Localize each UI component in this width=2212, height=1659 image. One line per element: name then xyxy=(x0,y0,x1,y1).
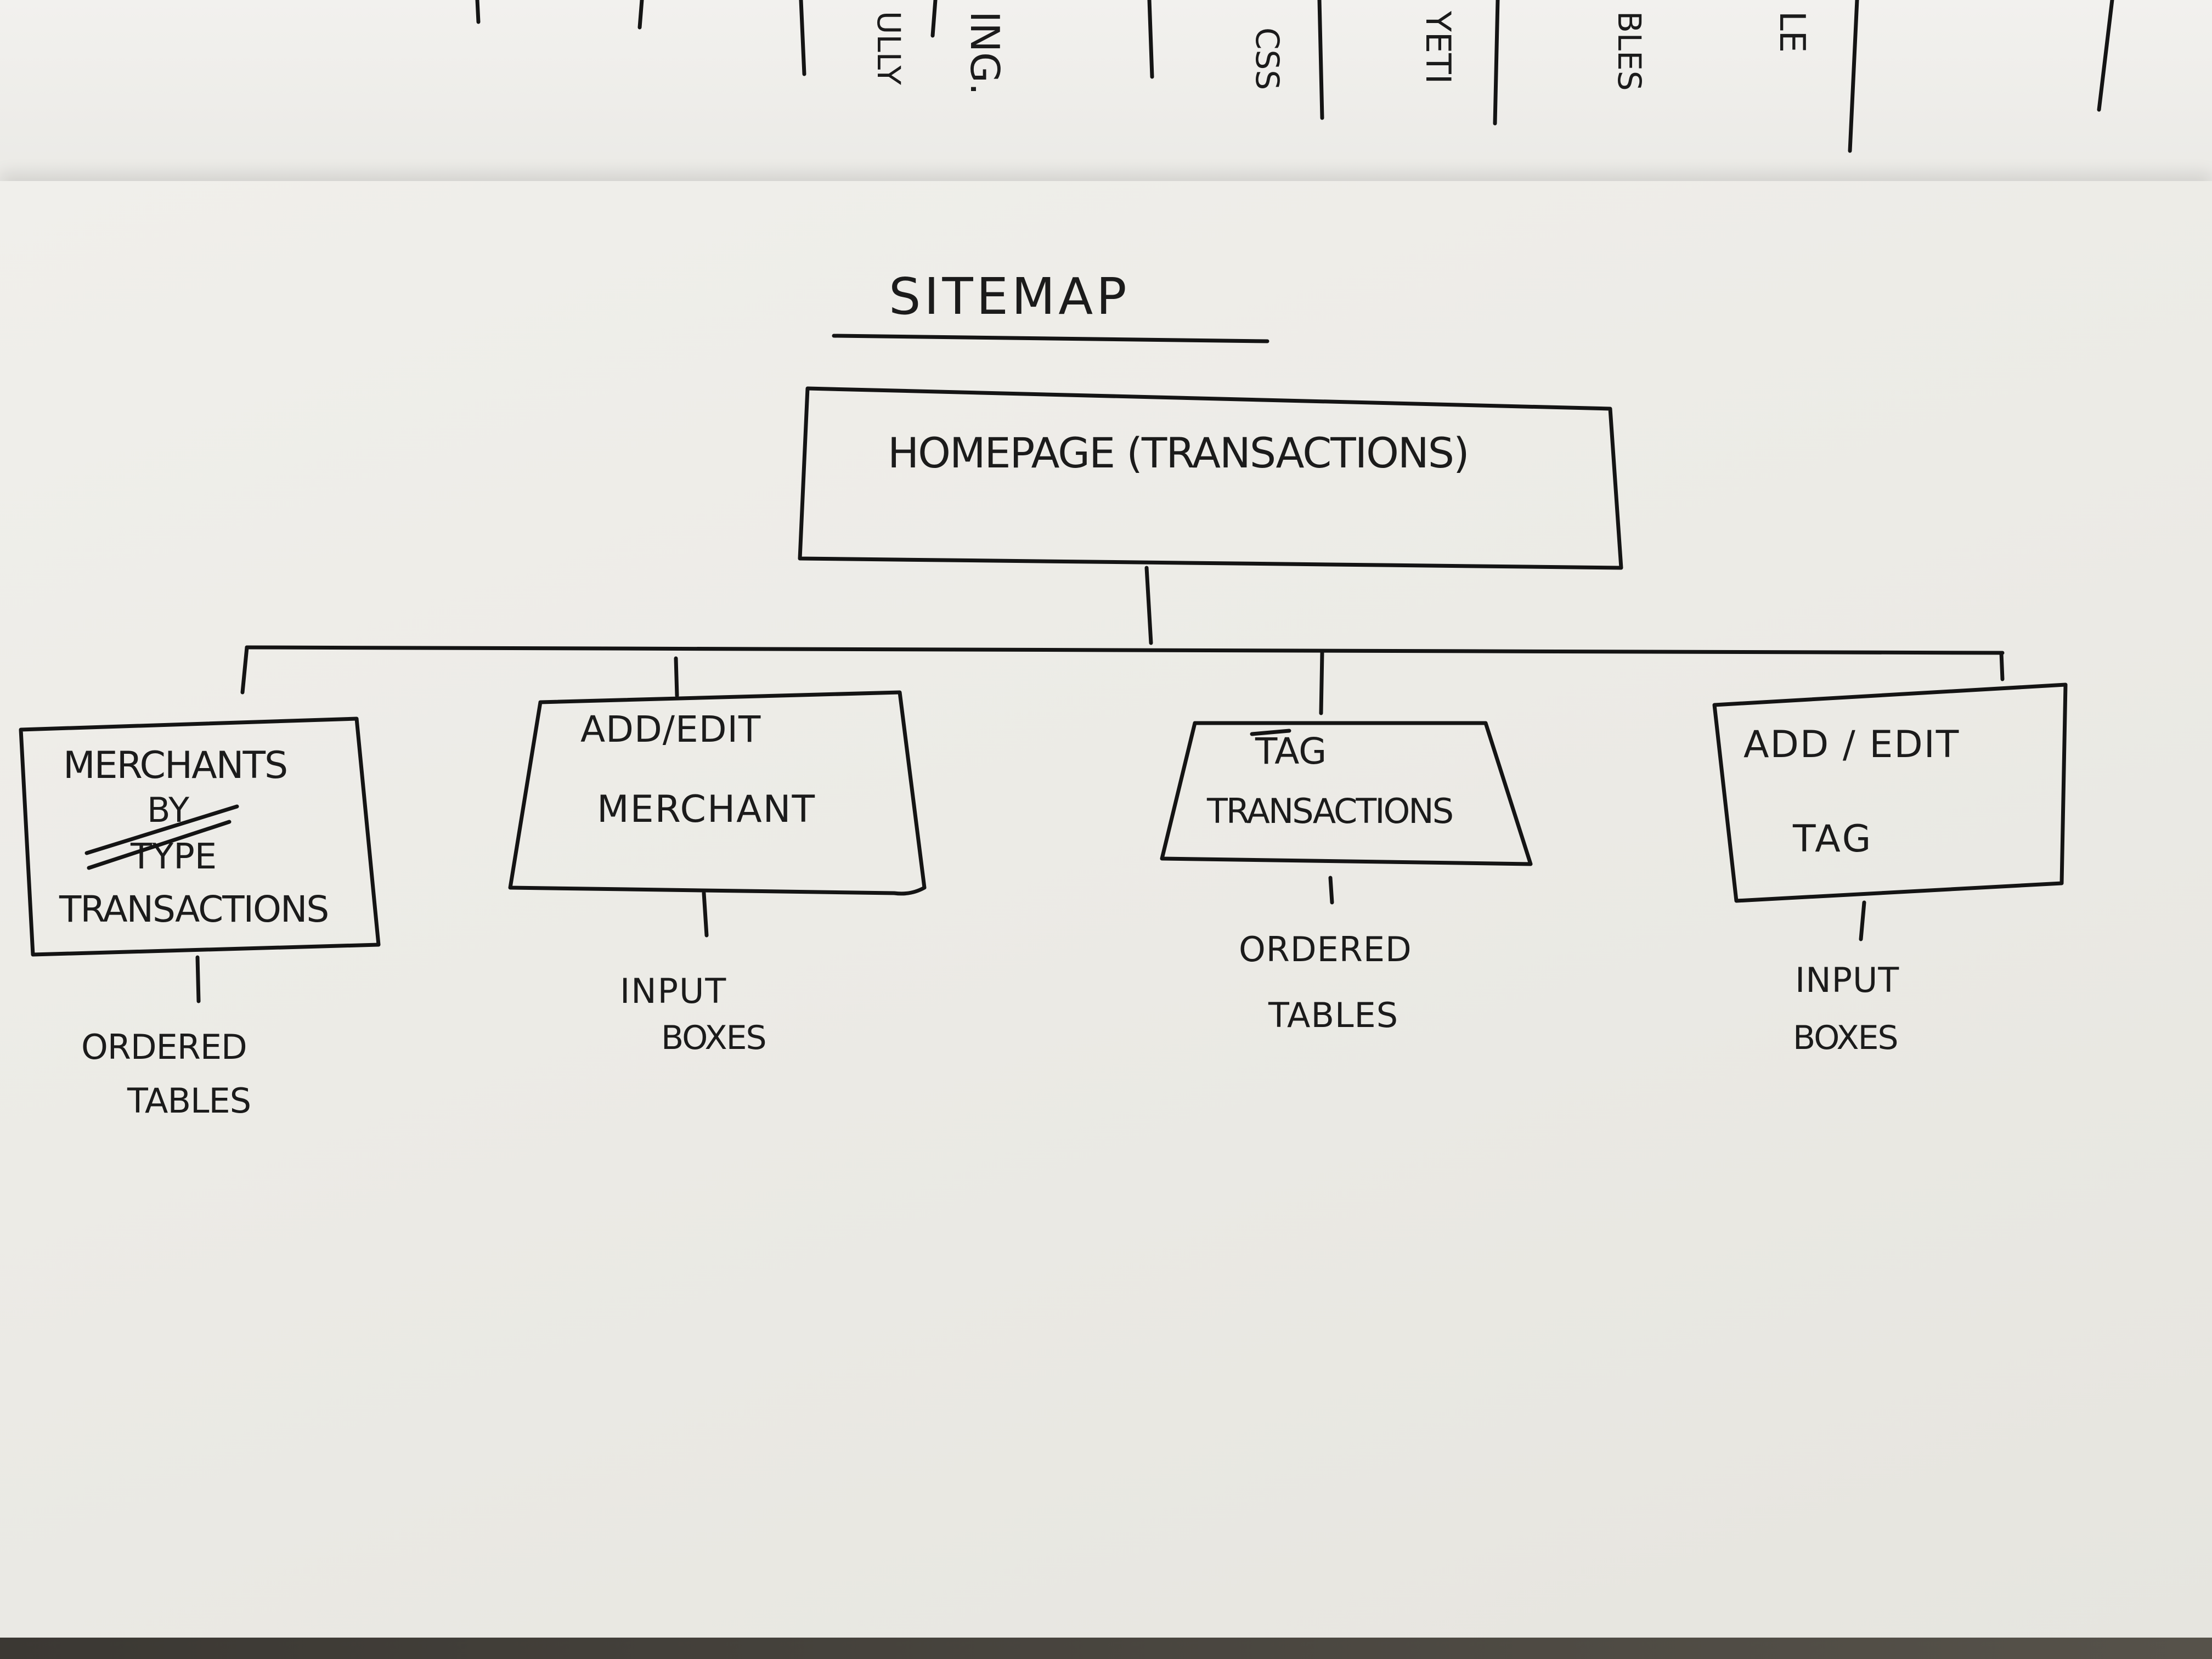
background-fragment-4: YETI xyxy=(1418,10,1458,84)
background-fragment-1: ULLY xyxy=(870,11,907,85)
child-4-sub-line-1: INPUT xyxy=(1795,960,1899,1000)
background-page-sketch: ULLY ING. CSS YETI BLES LE xyxy=(475,0,2114,153)
child-box-1 xyxy=(19,716,381,957)
child-2-sub-connector xyxy=(702,891,709,938)
child-1-sub-line-1: ORDERED xyxy=(81,1027,247,1067)
child-1-line-1: MERCHANTS xyxy=(63,744,287,787)
child-2-line-1: ADD/EDIT xyxy=(580,708,761,751)
background-fragment-5: BLES xyxy=(1611,11,1648,91)
child-4-sub-line-2: BOXES xyxy=(1793,1019,1898,1057)
child-3-line-2: TRANSACTIONS xyxy=(1206,791,1452,831)
sitemap-title: SITEMAP xyxy=(889,267,1130,326)
branch-drop-2 xyxy=(674,656,679,698)
child-3-sub-line-2: TABLES xyxy=(1268,995,1398,1035)
child-1-line-4: TRANSACTIONS xyxy=(59,888,328,930)
strike-mark-1 xyxy=(84,804,239,855)
branch-drop-1 xyxy=(240,645,249,695)
sitemap-diagram: SITEMAP HOMEPAGE (TRANSACTIONS) MERCHANT… xyxy=(19,267,2068,1121)
notebook-page: SITEMAP HOMEPAGE (TRANSACTIONS) MERCHANT… xyxy=(0,181,2212,1640)
child-2-sub-line-2: BOXES xyxy=(661,1019,766,1057)
child-box-4 xyxy=(1712,682,2068,903)
branch-drop-4 xyxy=(1999,651,2005,681)
background-fragment-2: ING. xyxy=(962,11,1008,95)
strike-mark-2 xyxy=(87,820,232,870)
child-2-sub-line-1: INPUT xyxy=(620,971,727,1011)
title-underline xyxy=(832,334,1269,343)
tabletop-edge xyxy=(0,1638,2212,1659)
child-node-tag-transactions: TAG TRANSACTIONS ORDERED TABLES xyxy=(1160,721,1533,1035)
branch-bus xyxy=(245,645,2005,655)
child-1-sub-connector xyxy=(195,955,201,1003)
strike-mark-3 xyxy=(1250,729,1291,736)
child-node-merchants-by-type: MERCHANTS BY TYPE TRANSACTIONS ORDERED T… xyxy=(19,716,381,1121)
child-box-2 xyxy=(508,690,927,896)
child-2-line-2: MERCHANT xyxy=(597,788,816,831)
child-box-3 xyxy=(1160,721,1533,866)
child-3-sub-line-1: ORDERED xyxy=(1239,929,1412,969)
child-4-line-1: ADD / EDIT xyxy=(1743,723,1960,766)
background-fragment-6: LE xyxy=(1771,11,1812,53)
background-fragment-3: CSS xyxy=(1249,27,1286,90)
root-connector xyxy=(1144,566,1153,645)
homepage-label: HOMEPAGE (TRANSACTIONS) xyxy=(888,428,1469,477)
child-3-sub-connector xyxy=(1328,876,1334,905)
child-3-line-1: TAG xyxy=(1255,730,1327,772)
branch-drop-3 xyxy=(1319,651,1324,715)
child-4-sub-connector xyxy=(1859,900,1866,941)
child-node-add-edit-merchant: ADD/EDIT MERCHANT INPUT BOXES xyxy=(508,690,927,1057)
homepage-box xyxy=(798,386,1623,570)
child-1-sub-line-2: TABLES xyxy=(127,1081,251,1121)
child-node-add-edit-tag: ADD / EDIT TAG INPUT BOXES xyxy=(1712,682,2068,1057)
child-1-line-3: TYPE xyxy=(130,837,217,877)
child-4-line-2: TAG xyxy=(1792,817,1873,861)
